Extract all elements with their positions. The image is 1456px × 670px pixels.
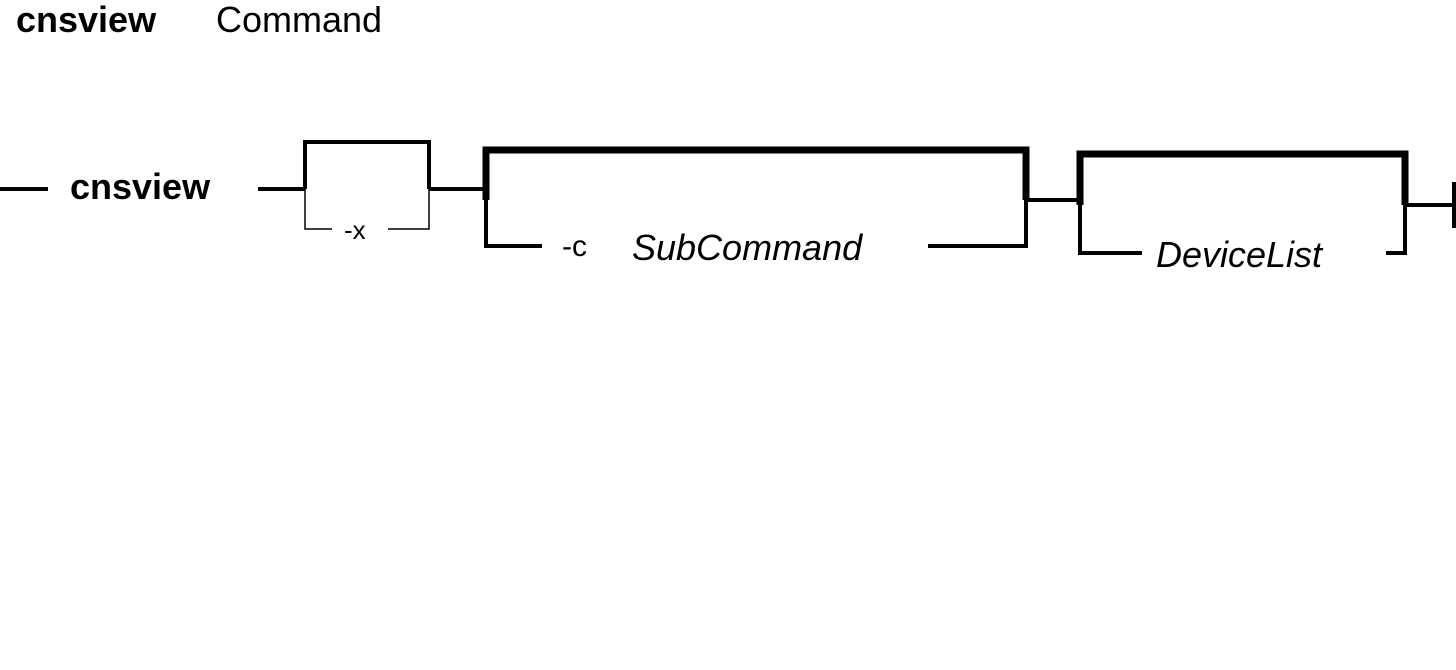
option-c-bracket-bottom-right — [928, 195, 1028, 248]
device-list-bracket-top — [1076, 150, 1409, 205]
device-list-variable: DeviceList — [1156, 234, 1324, 275]
title-command-word: Command — [216, 0, 382, 40]
title-command-name: cnsview — [16, 0, 157, 40]
device-list-bracket-bottom-left — [1078, 205, 1142, 255]
optional-x-bracket-bottom — [304, 189, 332, 230]
device-list-bracket-bottom-right — [1386, 205, 1407, 255]
option-c-bracket-bottom-left — [484, 195, 542, 248]
optional-x-bracket-top — [303, 140, 431, 189]
option-c-bracket-top — [482, 146, 1030, 200]
option-c-flag: -c — [562, 230, 587, 263]
subcommand-variable: SubCommand — [632, 227, 863, 268]
optional-x-bracket-bottom-right — [388, 189, 430, 230]
option-x-flag: -x — [344, 215, 366, 245]
syntax-command-keyword: cnsview — [70, 166, 211, 207]
